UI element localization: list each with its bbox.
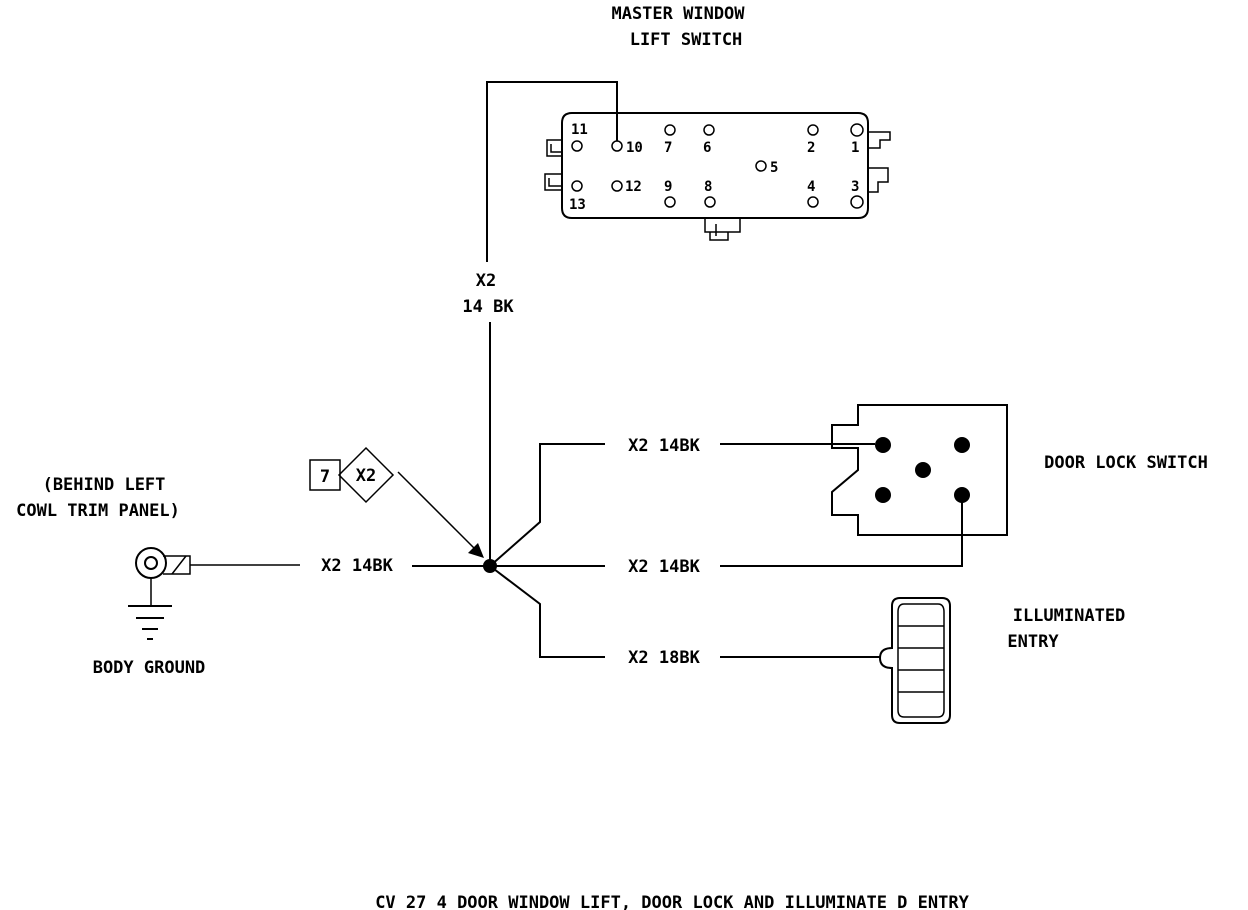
pin-9 bbox=[664, 196, 676, 208]
illuminated-entry-wire-label: X2 18BK bbox=[628, 648, 700, 668]
pin-label-12: 12 bbox=[625, 179, 642, 195]
splice-number: 7 bbox=[320, 467, 330, 487]
splice-arrow-head bbox=[468, 543, 484, 558]
splice-leader-line bbox=[397, 471, 479, 553]
master-window-lift-switch: MASTER WINDOW LIFT SWITCH 11 10 7 6 2 1 … bbox=[544, 4, 891, 241]
pin-label-5: 5 bbox=[770, 160, 778, 176]
pin-3 bbox=[850, 195, 864, 209]
ground-note-line2: COWL TRIM PANEL) bbox=[16, 501, 180, 521]
pin-1 bbox=[850, 123, 864, 137]
splice-id: X2 bbox=[356, 466, 376, 486]
pin-label-6: 6 bbox=[703, 140, 711, 156]
wire-vertical-gauge: 14 BK bbox=[462, 297, 514, 317]
bottom-tab bbox=[704, 218, 741, 241]
ground-label: BODY GROUND bbox=[93, 658, 206, 678]
splice-marker: 7 X2 bbox=[309, 446, 497, 573]
pin-label-1: 1 bbox=[851, 140, 859, 156]
pin-label-8: 8 bbox=[704, 179, 712, 195]
illuminated-entry-segments bbox=[898, 625, 944, 693]
illuminated-entry-label-line2: ENTRY bbox=[1007, 632, 1059, 652]
pin-10 bbox=[611, 140, 623, 152]
illuminated-entry: ILLUMINATED ENTRY X2 18BK bbox=[489, 565, 1126, 724]
master-switch-label-line1: MASTER WINDOW bbox=[611, 4, 745, 24]
ground-terminal bbox=[163, 555, 191, 575]
pin-label-9: 9 bbox=[664, 179, 672, 195]
pin-label-2: 2 bbox=[807, 140, 815, 156]
ground-eyelet-outer bbox=[135, 547, 167, 579]
door-lock-switch: DOOR LOCK SWITCH X2 14BK X2 14BK bbox=[489, 404, 1208, 577]
illuminated-entry-outer bbox=[878, 597, 951, 724]
diagram-title: CV 27 4 DOOR WINDOW LIFT, DOOR LOCK AND … bbox=[375, 893, 969, 910]
pin-11 bbox=[571, 140, 583, 152]
ground-eyelet-inner bbox=[144, 556, 158, 570]
pin-label-13: 13 bbox=[569, 197, 586, 213]
body-ground: (BEHIND LEFT COWL TRIM PANEL) BODY GROUN… bbox=[16, 475, 490, 678]
door-lock-label: DOOR LOCK SWITCH bbox=[1044, 453, 1208, 473]
pin-2 bbox=[807, 124, 819, 136]
door-lock-wire-mid-label: X2 14BK bbox=[628, 557, 700, 577]
splice-id-diamond bbox=[337, 446, 395, 504]
pin-8 bbox=[704, 196, 716, 208]
pin-4 bbox=[807, 196, 819, 208]
pin-13 bbox=[571, 180, 583, 192]
wire-vertical-circuit: X2 bbox=[476, 271, 496, 291]
pin-6 bbox=[703, 124, 715, 136]
door-lock-wire-top-left bbox=[489, 443, 605, 567]
illuminated-entry-wire-left bbox=[489, 565, 605, 658]
pin-label-7: 7 bbox=[664, 140, 672, 156]
left-latch-top bbox=[546, 139, 562, 157]
ground-note-line1: (BEHIND LEFT bbox=[43, 475, 166, 495]
door-lock-pin-3 bbox=[915, 462, 931, 478]
ground-terminal-slash bbox=[171, 555, 187, 575]
pin-label-10: 10 bbox=[626, 140, 643, 156]
right-latch-bottom bbox=[868, 167, 889, 193]
illuminated-entry-label-line1: ILLUMINATED bbox=[1013, 606, 1126, 626]
door-lock-body bbox=[831, 404, 1008, 536]
pin-label-3: 3 bbox=[851, 179, 859, 195]
door-lock-pin-1 bbox=[875, 437, 891, 453]
pin-label-4: 4 bbox=[807, 179, 815, 195]
ground-wire-label: X2 14BK bbox=[321, 556, 393, 576]
vertical-wire: X2 14 BK bbox=[462, 81, 618, 566]
pin-12 bbox=[611, 180, 623, 192]
left-latch-bottom bbox=[544, 173, 562, 191]
ground-symbol bbox=[128, 605, 172, 640]
wire-to-master-switch bbox=[486, 81, 618, 262]
pin-5 bbox=[755, 160, 767, 172]
illuminated-entry-inner bbox=[897, 603, 945, 718]
door-lock-wire-mid-right bbox=[720, 495, 963, 567]
right-latch-top bbox=[868, 131, 891, 149]
master-switch-label-line2: LIFT SWITCH bbox=[630, 30, 743, 50]
door-lock-pin-4 bbox=[875, 487, 891, 503]
door-lock-wire-top-label: X2 14BK bbox=[628, 436, 700, 456]
pin-label-11: 11 bbox=[571, 122, 588, 138]
door-lock-pin-2 bbox=[954, 437, 970, 453]
pin-7 bbox=[664, 124, 676, 136]
master-switch-body bbox=[561, 112, 869, 219]
